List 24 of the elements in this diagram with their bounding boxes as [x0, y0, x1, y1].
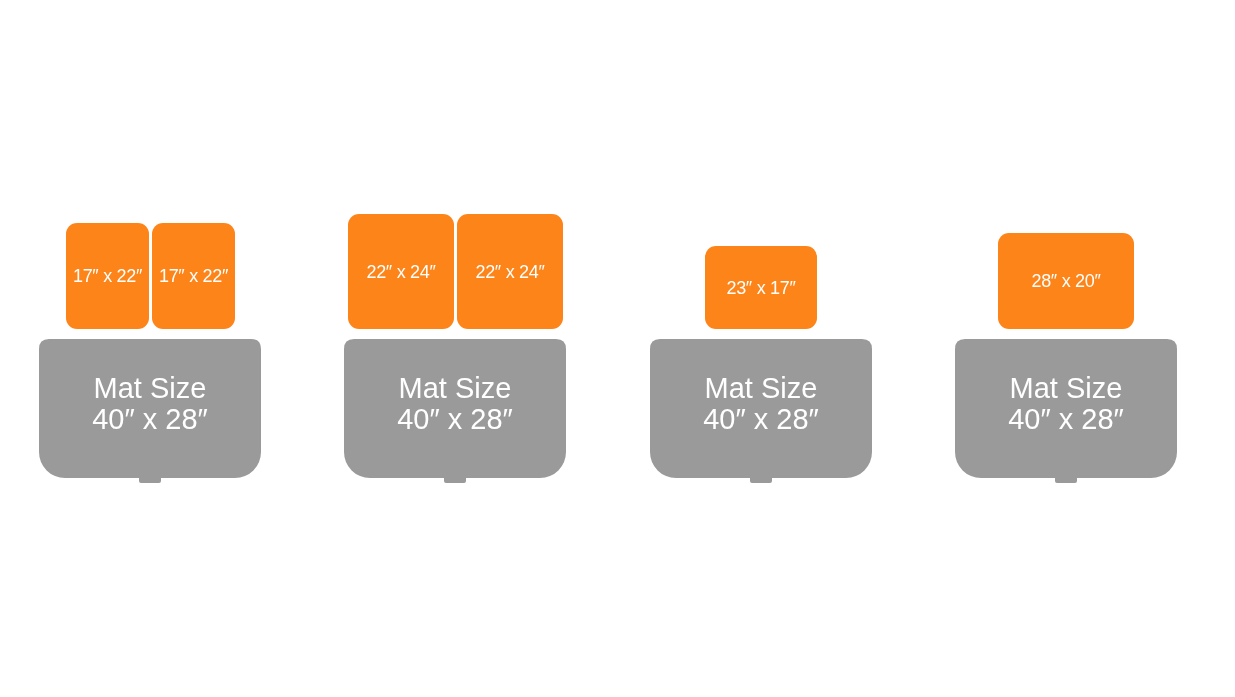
mat-dimensions: 40″ x 28″ — [1008, 404, 1124, 435]
size-label: 17″ x 22″ — [158, 265, 229, 287]
size-panel — [66, 223, 149, 329]
size-panel — [457, 214, 563, 329]
size-label: 22″ x 24″ — [366, 260, 436, 283]
mat-title: Mat Size — [1009, 373, 1123, 404]
mat-title: Mat Size — [93, 373, 207, 404]
size-label: 23″ x 17″ — [726, 276, 796, 299]
mat-shape — [39, 339, 261, 483]
size-panel — [348, 214, 454, 329]
mat-title: Mat Size — [398, 373, 512, 404]
size-label: 22″ x 24″ — [475, 260, 545, 283]
size-label: 28″ x 20″ — [1031, 270, 1101, 292]
mat-shape — [650, 339, 872, 483]
size-label: 17″ x 22″ — [72, 265, 143, 287]
mat-dimensions: 40″ x 28″ — [703, 404, 819, 435]
mat-dimensions: 40″ x 28″ — [397, 404, 513, 435]
mat-shape — [344, 339, 566, 483]
size-panel — [705, 246, 817, 329]
mat-dimensions: 40″ x 28″ — [92, 404, 208, 435]
mat-title: Mat Size — [704, 373, 818, 404]
size-panel — [152, 223, 235, 329]
mat-shape — [955, 339, 1177, 483]
size-panel — [998, 233, 1134, 329]
